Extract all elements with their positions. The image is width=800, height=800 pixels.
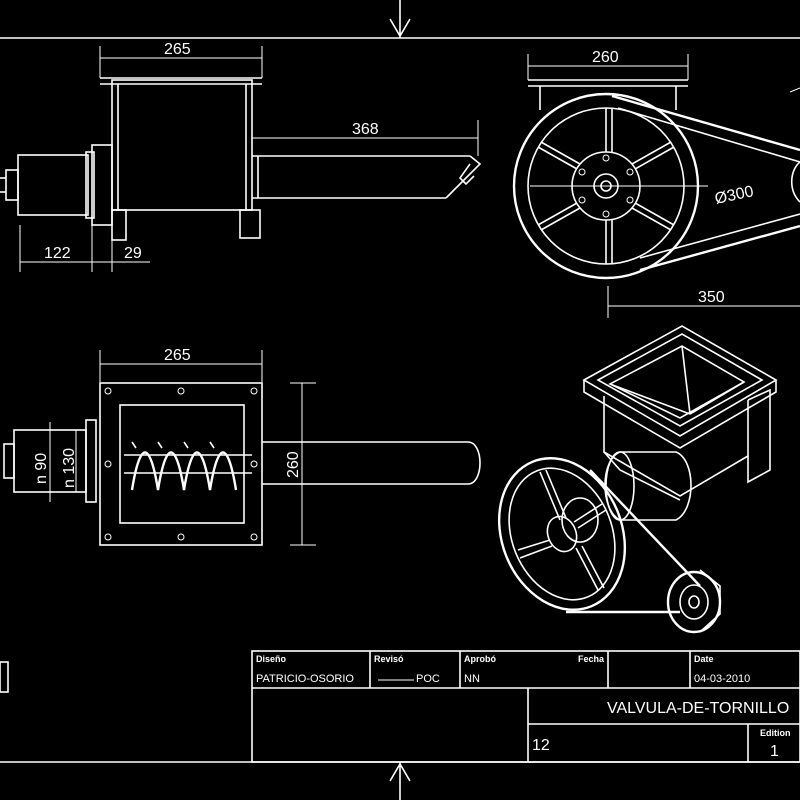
dim-plan-width: 265 <box>164 347 191 364</box>
isometric-view <box>497 325 778 634</box>
edition-label: Edition <box>760 728 791 738</box>
edition-value: 1 <box>770 743 779 760</box>
side-view <box>512 54 800 318</box>
date-label: Fecha <box>578 654 605 664</box>
center-mark-top-icon <box>389 0 411 38</box>
dim-flange-width: 29 <box>124 245 142 262</box>
drawing-title: VALVULA-DE-TORNILLO <box>607 700 789 717</box>
dim-top-width: 265 <box>164 41 191 58</box>
reviewed-value: POC <box>416 673 440 685</box>
date-value: 04-03-2010 <box>694 673 750 685</box>
center-mark-bottom-icon <box>389 762 411 800</box>
dim-center-distance: 350 <box>698 289 725 306</box>
date2-label: Date <box>694 654 714 664</box>
dim-motor-length: 122 <box>44 245 71 262</box>
approved-value: NN <box>464 673 480 685</box>
design-label: Diseño <box>256 654 287 664</box>
dim-shaft-small: n 90 <box>33 453 50 484</box>
dim-end-width: 260 <box>592 49 619 66</box>
dim-shaft-length: 368 <box>352 121 379 138</box>
plan-view <box>3 350 481 546</box>
sheet-number: 12 <box>532 737 550 754</box>
title-block <box>251 650 800 763</box>
reviewed-label: Revisó <box>374 654 404 664</box>
front-view <box>0 46 482 272</box>
approved-label: Aprobó <box>464 654 496 664</box>
dim-pulley-diameter: Ø300 <box>713 183 755 208</box>
design-value: PATRICIO-OSORIO <box>256 673 354 685</box>
dim-plan-height: 260 <box>285 451 302 478</box>
dim-shaft-large: n 130 <box>61 448 78 488</box>
